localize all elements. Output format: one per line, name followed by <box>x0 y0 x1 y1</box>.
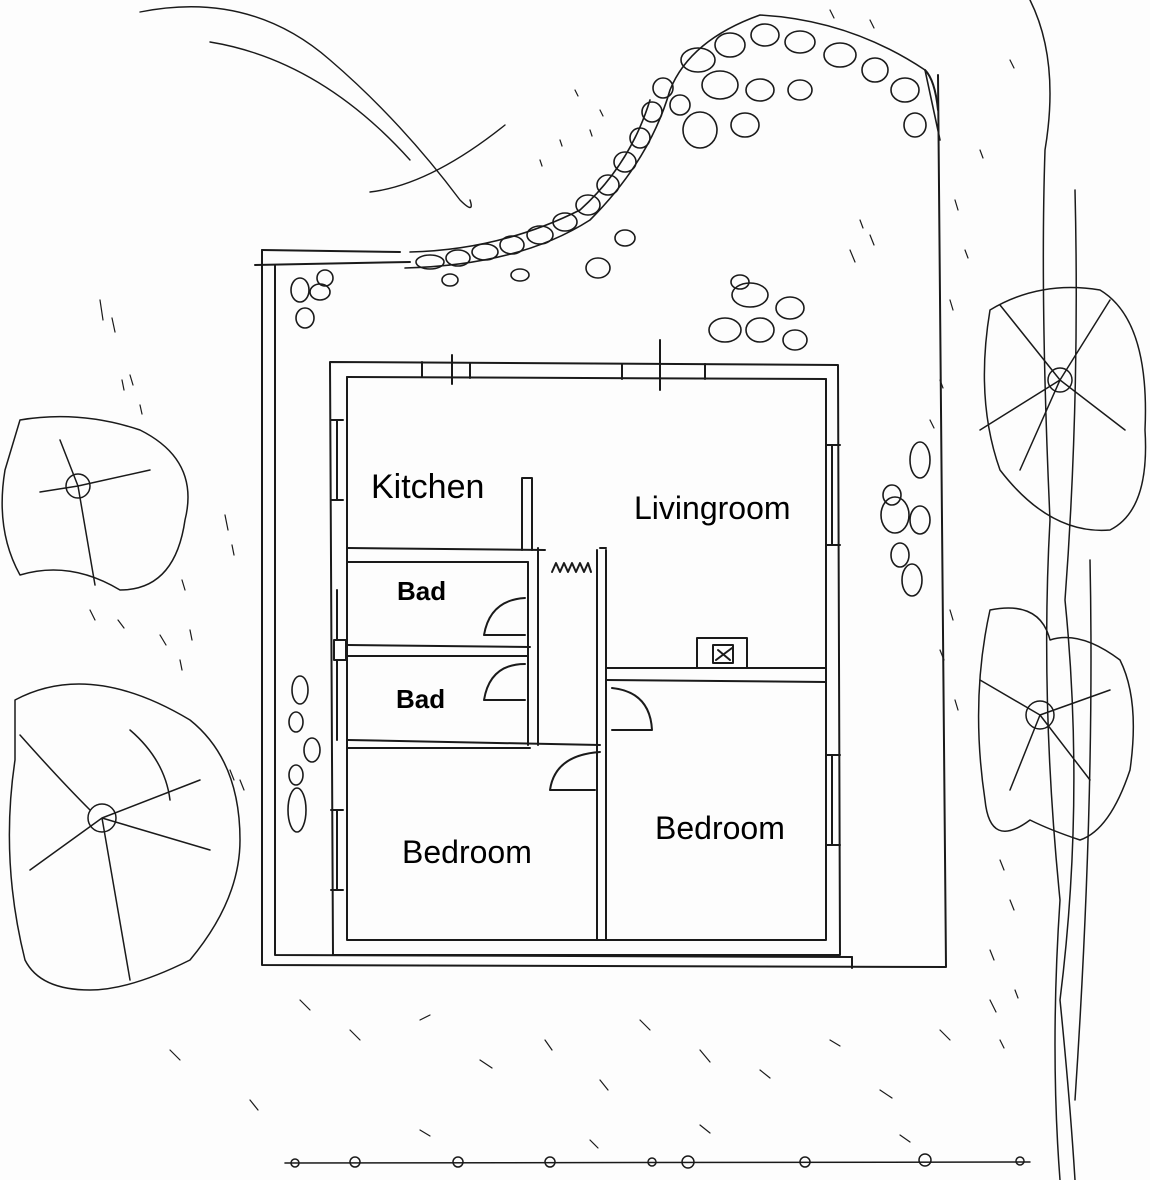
tree-left-lower <box>8 683 241 991</box>
garden-edge <box>1029 0 1092 1180</box>
room-label-livingroom: Livingroom <box>634 490 791 526</box>
house-walls <box>329 339 841 956</box>
stone-path <box>404 14 941 287</box>
room-label-bedroom-left: Bedroom <box>402 834 532 870</box>
ground-texture <box>89 9 1019 1149</box>
door-swings <box>483 597 653 791</box>
stairs-icon <box>551 562 592 573</box>
tree-right-upper <box>979 286 1147 532</box>
tree-right-lower <box>977 607 1135 841</box>
room-label-bathroom-upper: Bad <box>397 576 447 606</box>
room-label-bathroom-lower: Bad <box>396 684 446 714</box>
room-label-kitchen: Kitchen <box>371 468 485 506</box>
swoosh-mark <box>139 6 506 209</box>
tree-left-upper <box>1 415 189 591</box>
stone-patches <box>287 269 931 833</box>
room-label-bedroom-right: Bedroom <box>655 810 785 846</box>
terrace-outline <box>254 69 947 969</box>
bottom-border <box>284 1153 1031 1169</box>
fireplace-icon <box>696 637 748 669</box>
